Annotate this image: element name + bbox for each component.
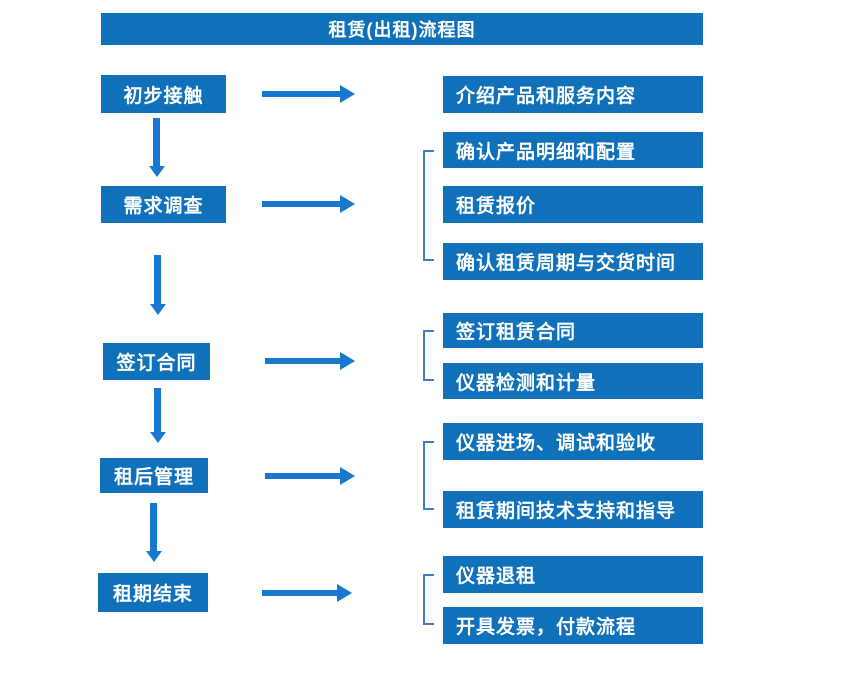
detail-instrument-return: 仪器退租 bbox=[443, 556, 703, 593]
detail-instrument-inspection: 仪器检测和计量 bbox=[443, 363, 703, 399]
right-arrow-2 bbox=[262, 195, 355, 213]
group-bracket-5 bbox=[423, 574, 434, 625]
detail-intro-products-services: 介绍产品和服务内容 bbox=[443, 76, 703, 113]
group-bracket-3 bbox=[423, 330, 434, 381]
flowchart-title: 租赁(出租)流程图 bbox=[101, 13, 703, 45]
step-box-sign-contract: 签订合同 bbox=[103, 343, 210, 380]
right-arrow-5 bbox=[262, 584, 352, 602]
step-box-post-rental-management: 租后管理 bbox=[100, 458, 208, 493]
step-box-initial-contact: 初步接触 bbox=[101, 75, 226, 113]
group-bracket-2 bbox=[423, 150, 434, 261]
down-arrow-3 bbox=[154, 388, 161, 432]
group-bracket-4 bbox=[423, 441, 434, 510]
detail-instrument-setup-acceptance: 仪器进场、调试和验收 bbox=[443, 423, 703, 460]
right-arrow-4 bbox=[265, 467, 355, 485]
detail-confirm-product-details: 确认产品明细和配置 bbox=[443, 132, 703, 168]
down-arrow-1 bbox=[153, 118, 160, 166]
step-box-rental-end: 租期结束 bbox=[98, 573, 208, 612]
down-arrow-2 bbox=[154, 255, 161, 304]
detail-confirm-period-delivery: 确认租赁周期与交货时间 bbox=[443, 243, 703, 280]
down-arrow-4 bbox=[150, 503, 157, 551]
detail-invoice-payment: 开具发票，付款流程 bbox=[443, 607, 703, 644]
right-arrow-3 bbox=[265, 352, 355, 370]
detail-sign-rental-contract: 签订租赁合同 bbox=[443, 313, 703, 348]
detail-rental-quote: 租赁报价 bbox=[443, 186, 703, 223]
step-box-demand-survey: 需求调查 bbox=[101, 186, 226, 223]
detail-rental-tech-support: 租赁期间技术支持和指导 bbox=[443, 491, 703, 528]
right-arrow-1 bbox=[262, 85, 355, 103]
